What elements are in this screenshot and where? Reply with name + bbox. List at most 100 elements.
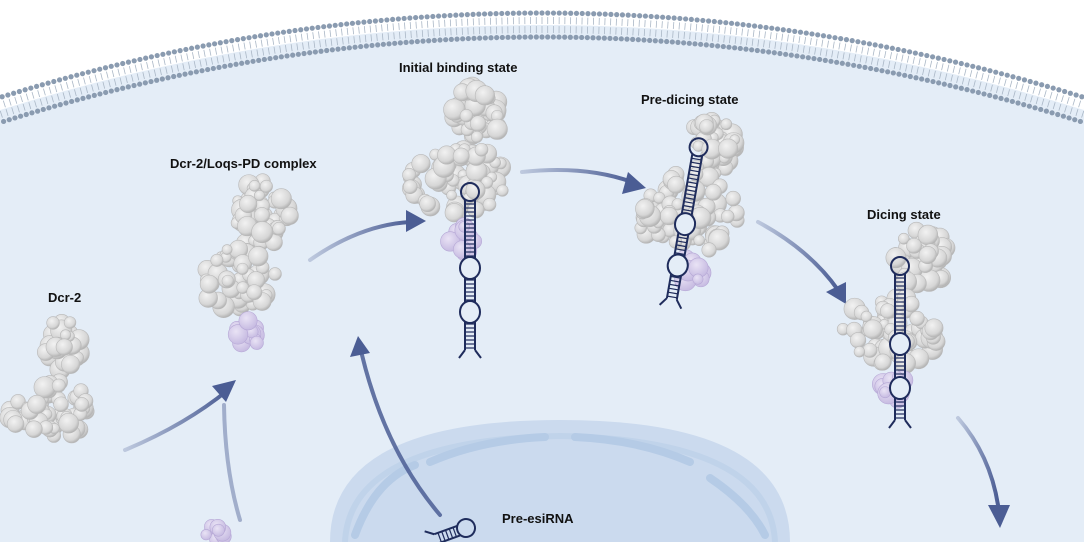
lipid-head (642, 13, 649, 19)
lipid-head (677, 15, 683, 22)
lipid-tail (866, 47, 870, 55)
lipid-head (171, 73, 177, 80)
lipid-head (811, 55, 817, 62)
lipid-head (817, 56, 823, 63)
lipid-tail (717, 35, 720, 43)
lipid-tail (700, 33, 703, 41)
lipid-tail (306, 32, 309, 40)
rna-pre-esirna (424, 518, 476, 542)
lipid-head (998, 71, 1005, 77)
lipid-tail (1066, 96, 1070, 104)
arrowhead-3 (350, 336, 370, 357)
lipid-tail (77, 78, 81, 86)
lipid-tail (22, 103, 26, 111)
lipid-head (177, 48, 183, 54)
lipid-head (855, 39, 861, 45)
lipid-tail (723, 35, 725, 43)
lipid-head (91, 68, 97, 74)
lipid-head (843, 37, 850, 43)
lipid-tail (884, 50, 887, 59)
lipid-head (964, 87, 970, 93)
lipid-tail (871, 57, 874, 65)
lipid-head (176, 72, 182, 78)
lipid-tail (831, 50, 834, 58)
lipid-tail (689, 32, 691, 40)
lipid-tail (781, 33, 784, 41)
lipid-head (992, 94, 998, 100)
lipid-head (822, 57, 828, 63)
lipid-head (539, 34, 545, 40)
lipid-head (80, 95, 86, 101)
lipid-head (630, 36, 636, 42)
lipid-head (567, 34, 573, 40)
lipid-tail (918, 58, 921, 66)
lipid-head (930, 78, 936, 85)
lipid-head (936, 80, 942, 86)
lipid-head (800, 54, 806, 60)
lipid-tail (302, 42, 304, 50)
lipid-tail (290, 44, 293, 52)
lipid-tail (157, 59, 160, 67)
lipid-head (743, 46, 749, 52)
lipid-tail (992, 75, 996, 83)
lipid-head (1026, 103, 1032, 109)
lipid-tail (266, 38, 269, 46)
rna-dicing (888, 256, 912, 429)
lipid-head (889, 45, 895, 51)
lipid-tail (1081, 110, 1084, 118)
lipid-tail (707, 24, 709, 32)
lipid-head (165, 75, 171, 81)
lipid-tail (701, 24, 703, 32)
lipid-head (760, 48, 766, 54)
lipid-head (426, 38, 432, 44)
lipid-tail (1064, 105, 1067, 113)
lipid-head (223, 39, 229, 45)
lipid-tail (944, 73, 948, 81)
lipid-head (1015, 100, 1021, 106)
lipid-head (913, 75, 919, 81)
lipid-head (97, 66, 103, 72)
lipid-head (69, 98, 75, 105)
lipid-head (562, 34, 568, 40)
lipid-head (669, 39, 675, 45)
lipid-tail (1032, 86, 1036, 94)
lipid-head (671, 15, 677, 21)
lipid-tail (346, 27, 349, 35)
lipid-tail (48, 86, 52, 94)
lipid-tail (14, 96, 18, 104)
lipid-head (338, 22, 344, 28)
lipid-head (1077, 118, 1084, 125)
lipid-tail (210, 57, 213, 65)
lipid-tail (125, 76, 128, 84)
lipid-head (205, 66, 211, 73)
lipid-head (769, 25, 775, 31)
lipid-head (1050, 85, 1056, 91)
lipid-head (252, 34, 258, 40)
lipid-head (0, 94, 5, 100)
lipid-tail (102, 81, 106, 89)
lipid-tail (984, 83, 988, 91)
lipid-head (233, 61, 239, 67)
lipid-head (970, 63, 976, 69)
lipid-head (803, 30, 809, 36)
lipid-tail (296, 43, 299, 51)
lipid-tail (751, 38, 754, 46)
lipid-tail (695, 23, 698, 31)
lipid-head (1067, 90, 1073, 96)
lipid-tail (848, 53, 851, 61)
lipid-tail (159, 68, 162, 76)
lipid-tail (17, 105, 20, 113)
lipid-head (35, 108, 41, 114)
lipid-head (194, 44, 200, 50)
arrowhead-2 (406, 210, 426, 232)
lipid-tail (174, 55, 178, 63)
arrow-predicing-to-dicing (756, 220, 840, 292)
rna-initial (458, 182, 482, 359)
lipid-tail (136, 73, 140, 81)
lipid-tail (5, 109, 9, 116)
lipid-tail (182, 63, 185, 71)
lipid-tail (353, 36, 355, 44)
lipid-tail (706, 33, 708, 41)
lipid-tail (1007, 89, 1010, 97)
lipid-tail (398, 22, 400, 30)
